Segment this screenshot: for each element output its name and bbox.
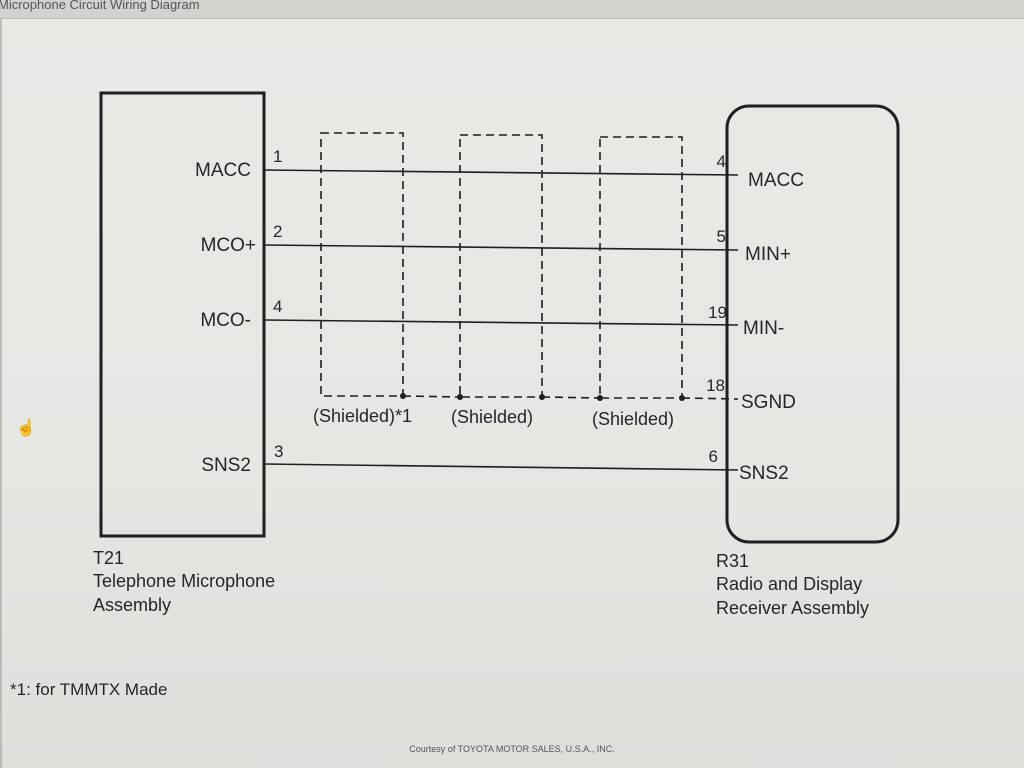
shield-link-1 bbox=[402, 395, 461, 398]
left-pin-label: MCO- bbox=[200, 310, 251, 331]
window-title: Microphone Circuit Wiring Diagram bbox=[0, 0, 200, 12]
shield-dot bbox=[597, 395, 603, 401]
right-pin-label: MACC bbox=[748, 170, 804, 191]
right-component-code: R31 bbox=[716, 551, 749, 571]
footnote: *1: for TMMTX Made bbox=[10, 680, 168, 699]
left-pin-number: 1 bbox=[273, 147, 282, 166]
shield-dot bbox=[539, 394, 545, 400]
window-titlebar: Microphone Circuit Wiring Diagram bbox=[0, 0, 1024, 19]
hand-cursor-icon: ☝ bbox=[16, 420, 36, 437]
diagram-frame bbox=[0, 18, 1024, 768]
shield-box-2 bbox=[459, 134, 543, 398]
wire-sns2 bbox=[263, 463, 739, 471]
right-pin-label: MIN- bbox=[743, 318, 784, 339]
shield-link-sgnd bbox=[681, 397, 739, 400]
shield-dot bbox=[679, 395, 685, 401]
shield-dot bbox=[457, 394, 463, 400]
left-component-name: Assembly bbox=[93, 595, 171, 615]
left-component-name: Telephone Microphone bbox=[93, 571, 275, 591]
right-pin-label: SGND bbox=[741, 392, 796, 413]
right-pin-number: 4 bbox=[717, 152, 726, 171]
shield-label: (Shielded)*1 bbox=[313, 406, 412, 426]
shield-dot bbox=[400, 393, 406, 399]
left-pin-label: SNS2 bbox=[201, 455, 251, 476]
right-pin-number: 18 bbox=[706, 376, 725, 395]
right-component-box bbox=[725, 104, 900, 544]
shield-link-2 bbox=[541, 396, 601, 399]
left-pin-number: 3 bbox=[274, 442, 283, 461]
right-component-name: Radio and Display bbox=[716, 574, 862, 594]
shield-label: (Shielded) bbox=[451, 407, 533, 427]
shield-label: (Shielded) bbox=[592, 409, 674, 429]
right-component-name: Receiver Assembly bbox=[716, 598, 869, 618]
right-pin-label: MIN+ bbox=[745, 244, 791, 265]
right-pin-number: 19 bbox=[708, 303, 727, 322]
courtesy-text: Courtesy of TOYOTA MOTOR SALES, U.S.A., … bbox=[409, 744, 615, 754]
left-pin-number: 4 bbox=[273, 297, 282, 316]
right-pin-label: SNS2 bbox=[739, 463, 789, 484]
wire-macc bbox=[263, 169, 739, 176]
right-pin-number: 5 bbox=[717, 227, 726, 246]
left-pin-label: MCO+ bbox=[201, 235, 256, 256]
left-component-code: T21 bbox=[93, 548, 124, 568]
wire-mco-minus bbox=[263, 319, 739, 326]
left-pin-number: 2 bbox=[273, 222, 282, 241]
shield-box-1 bbox=[320, 132, 404, 397]
right-pin-number: 6 bbox=[709, 447, 718, 466]
wire-mco-plus bbox=[263, 244, 739, 251]
left-component-box bbox=[99, 91, 266, 538]
shield-box-3 bbox=[599, 136, 683, 399]
left-pin-label: MACC bbox=[195, 160, 251, 181]
